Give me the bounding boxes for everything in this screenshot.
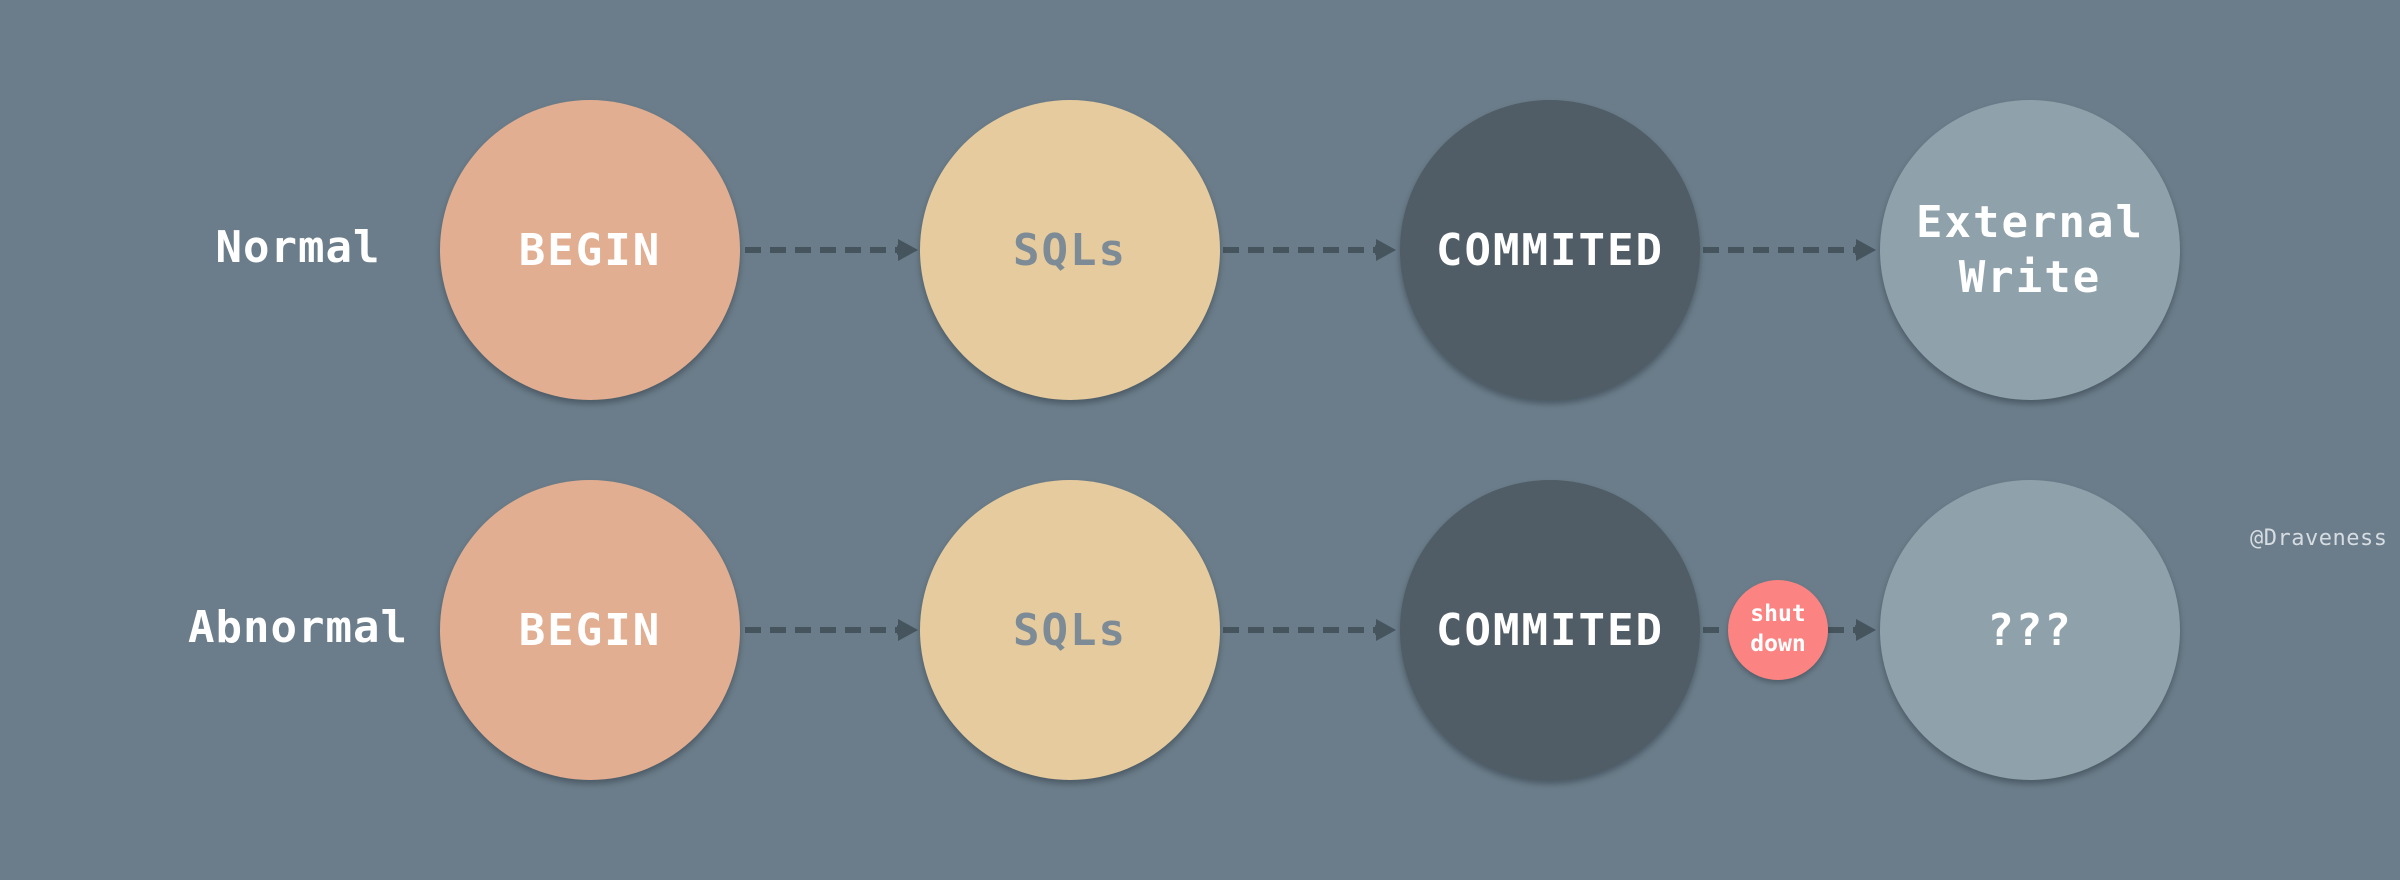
- shutdown-marker: shut down: [1728, 580, 1828, 680]
- arrowhead-r2-1: [898, 619, 918, 641]
- arrowhead-r1-3: [1856, 239, 1876, 261]
- node-commited-abnormal: COMMITED: [1400, 480, 1700, 780]
- node-unknown: ???: [1880, 480, 2180, 780]
- node-begin-normal: BEGIN: [440, 100, 740, 400]
- arrowhead-r2-3: [1856, 619, 1876, 641]
- arrowhead-r1-1: [898, 239, 918, 261]
- node-sqls-abnormal: SQLs: [920, 480, 1220, 780]
- node-commited-normal: COMMITED: [1400, 100, 1700, 400]
- node-external-write: External Write: [1880, 100, 2180, 400]
- arrowhead-r1-2: [1376, 239, 1396, 261]
- arrowhead-r2-2: [1376, 619, 1396, 641]
- row-label-abnormal: Abnormal: [188, 602, 408, 653]
- author-watermark: @Draveness: [2250, 526, 2388, 551]
- row-label-normal: Normal: [215, 222, 381, 273]
- node-begin-abnormal: BEGIN: [440, 480, 740, 780]
- node-sqls-normal: SQLs: [920, 100, 1220, 400]
